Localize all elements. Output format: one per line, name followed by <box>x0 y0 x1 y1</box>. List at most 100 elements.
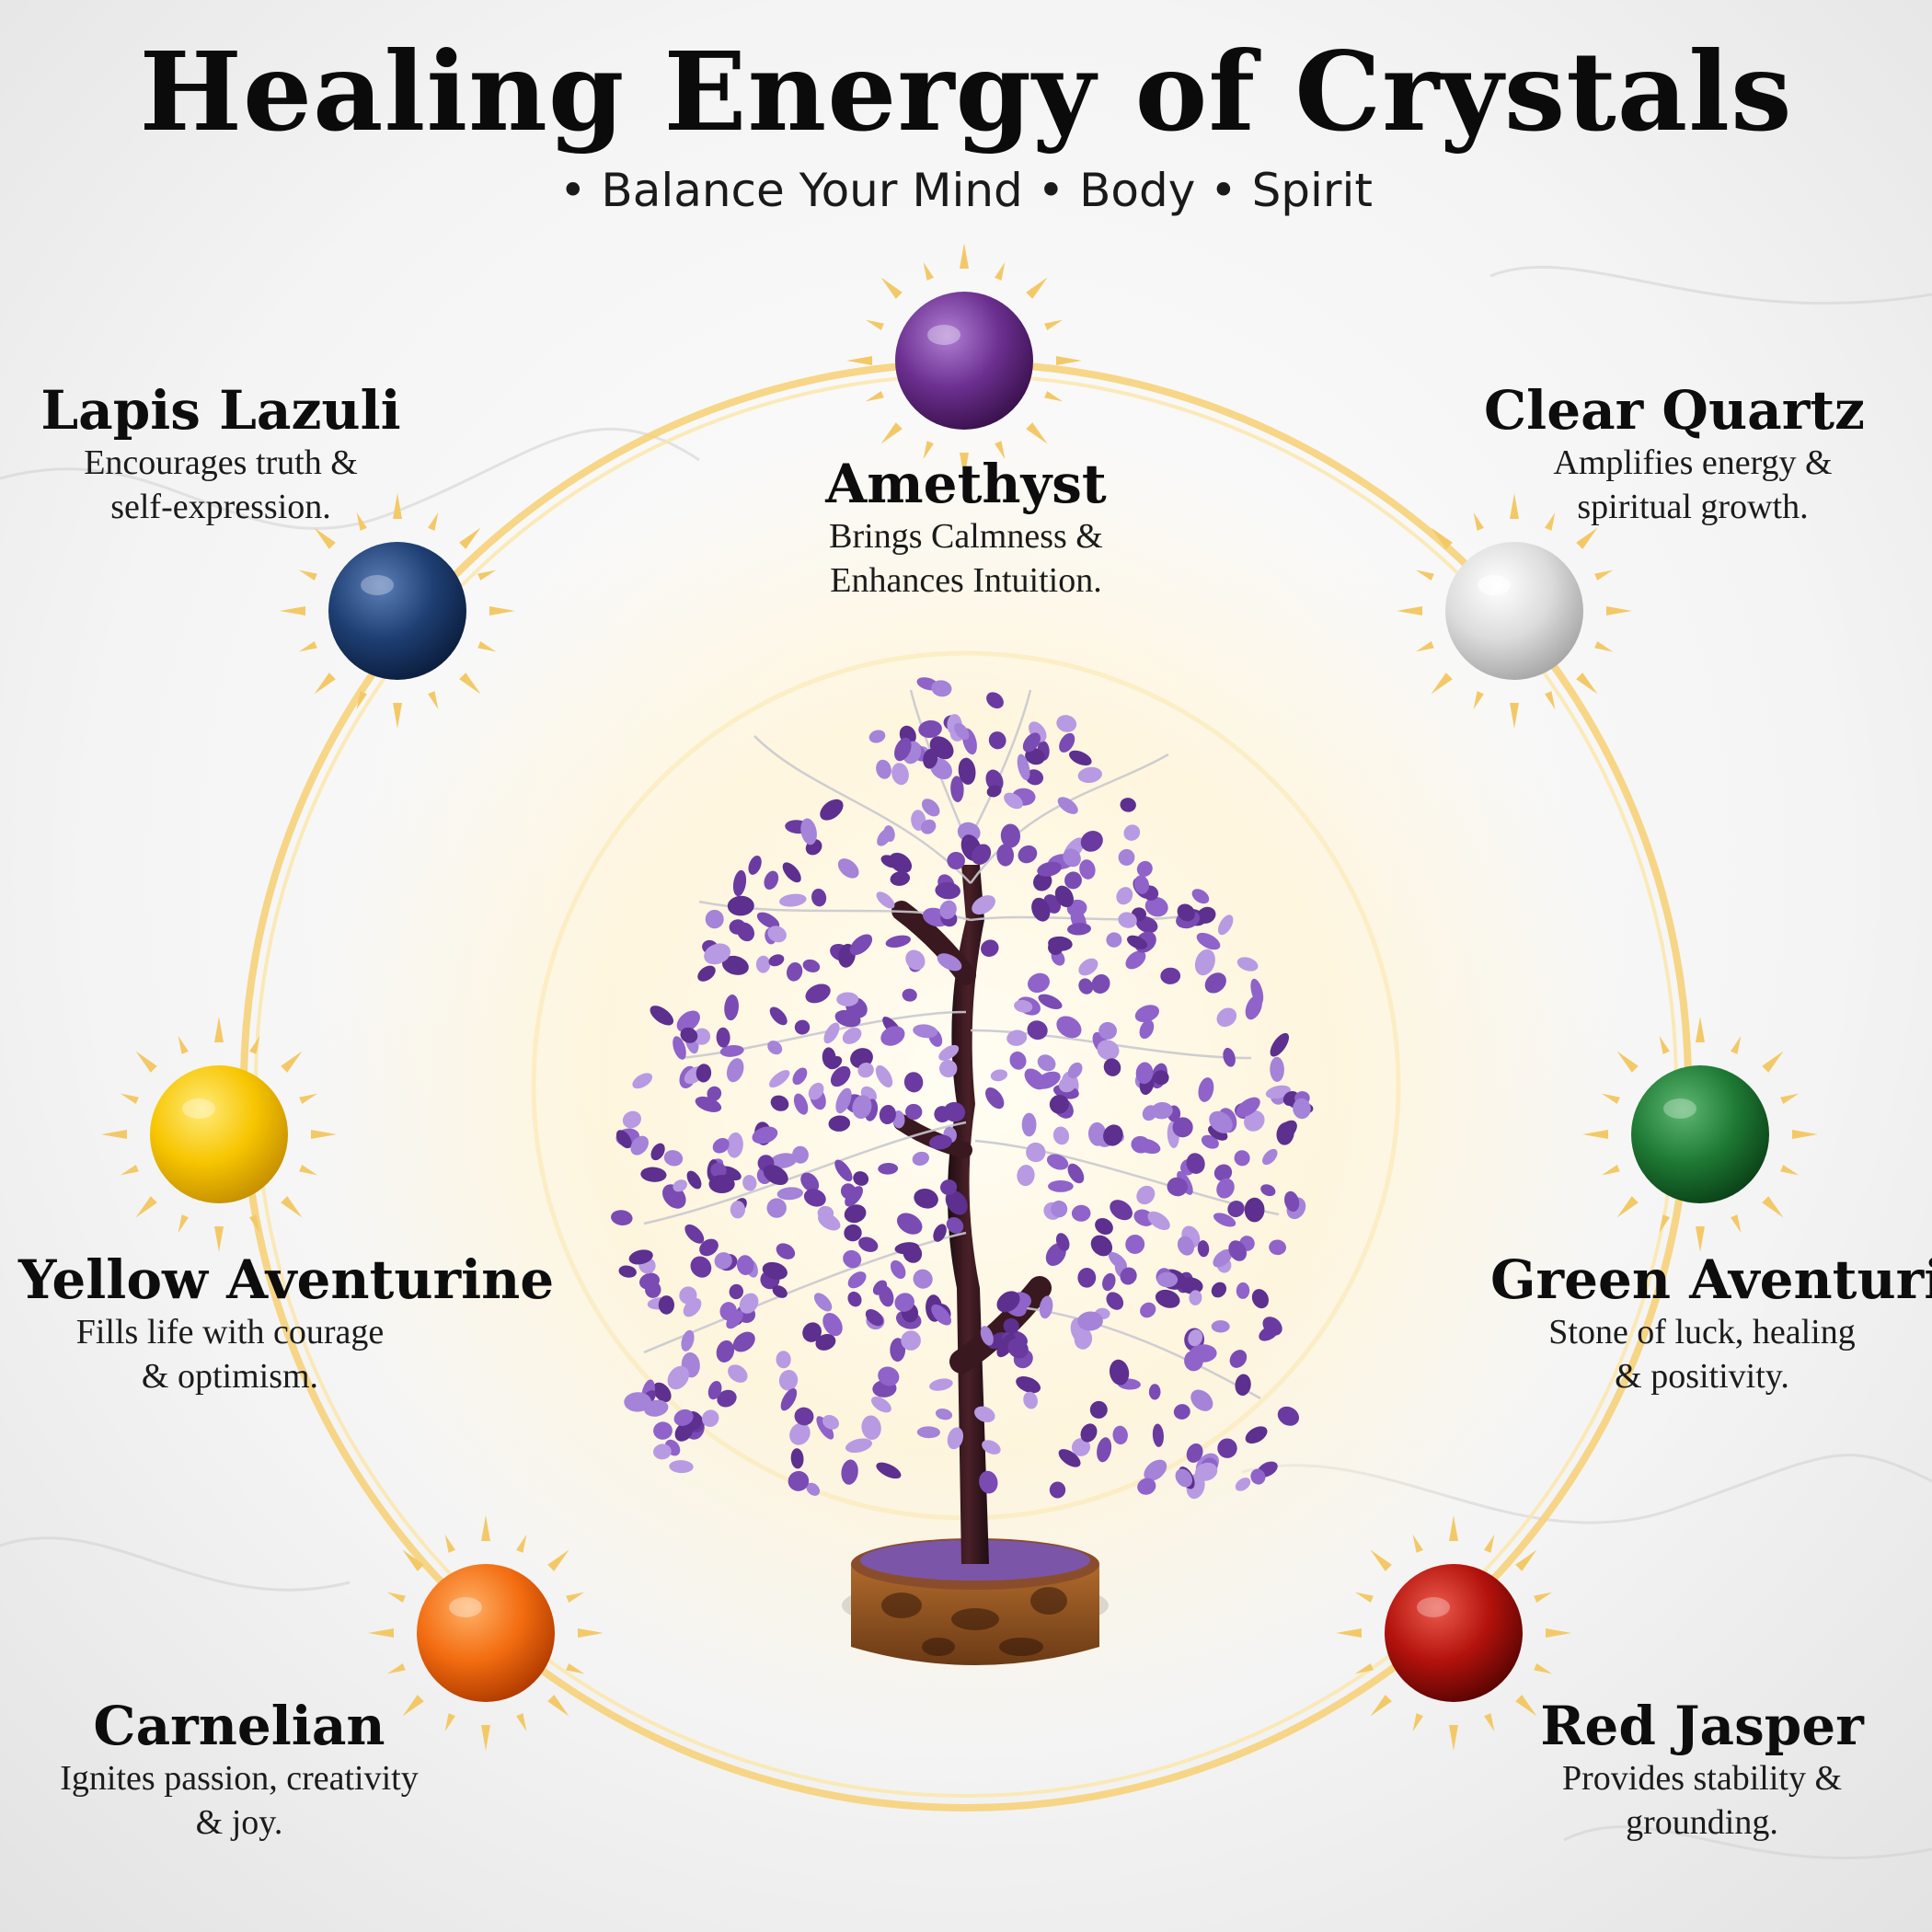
amethyst-chip <box>1025 769 1044 786</box>
amethyst-chip <box>1251 1289 1269 1309</box>
amethyst-chip <box>1196 932 1221 950</box>
amethyst-chip <box>1077 1311 1103 1331</box>
amethyst-chip <box>879 1104 896 1125</box>
amethyst-chip <box>736 922 755 942</box>
amethyst-chip <box>1025 747 1045 765</box>
amethyst-chip <box>1217 1438 1237 1458</box>
amethyst-chip <box>916 1426 940 1439</box>
amethyst-chip <box>853 1171 869 1186</box>
amethyst-chip <box>716 1027 730 1048</box>
crystal-carnelian: Carnelian Ignites passion, creativity& j… <box>37 1696 442 1845</box>
amethyst-chip <box>1177 903 1196 922</box>
amethyst-chip <box>669 1460 694 1474</box>
amethyst-chip <box>766 1198 787 1218</box>
amethyst-chip <box>640 1167 667 1182</box>
amethyst-chip <box>782 862 801 883</box>
amethyst-chip <box>980 1326 994 1346</box>
amethyst-chip <box>933 1224 947 1242</box>
amethyst-chip <box>808 1082 824 1100</box>
amethyst-chip <box>879 1285 894 1307</box>
amethyst-chip <box>920 819 937 834</box>
amethyst-chip <box>857 1062 874 1078</box>
amethyst-chip <box>1118 912 1137 928</box>
amethyst-chip <box>1135 1138 1161 1155</box>
amethyst-chip <box>1112 1425 1128 1445</box>
amethyst-chip <box>1194 949 1215 976</box>
amethyst-chip <box>868 730 886 743</box>
amethyst-chip <box>615 1130 632 1149</box>
amethyst-chip <box>704 943 731 965</box>
amethyst-chip <box>690 1256 712 1278</box>
amethyst-chip <box>928 1134 952 1150</box>
amethyst-chip <box>1135 1062 1154 1085</box>
amethyst-chip <box>768 954 785 967</box>
amethyst-chip <box>1051 1200 1068 1218</box>
amethyst-chip <box>794 1019 811 1035</box>
crystal-lapis-lazuli: Lapis Lazuli Encourages truth &self-expr… <box>37 381 405 529</box>
amethyst-chip <box>947 1427 964 1450</box>
amethyst-chip <box>1067 1062 1083 1079</box>
clear-quartz-sphere-icon <box>1347 443 1682 778</box>
amethyst-chip <box>732 1331 755 1352</box>
amethyst-chip <box>1123 824 1141 841</box>
amethyst-chip <box>828 1115 851 1132</box>
amethyst-chip <box>1052 1126 1070 1145</box>
amethyst-chip <box>752 1126 778 1144</box>
amethyst-chip <box>822 1415 839 1430</box>
amethyst-chip <box>1058 1449 1081 1467</box>
amethyst-chip <box>1006 1029 1028 1046</box>
amethyst-chip <box>729 1283 744 1300</box>
amethyst-chip <box>923 748 938 769</box>
amethyst-chip <box>820 799 844 821</box>
amethyst-chip <box>756 912 780 929</box>
amethyst-chip <box>624 1392 652 1412</box>
crystal-description: Fills life with courage& optimism. <box>75 1312 385 1396</box>
amethyst-chip <box>707 1086 722 1101</box>
amethyst-chip <box>858 1236 879 1252</box>
amethyst-chip <box>845 1186 863 1207</box>
amethyst-chip <box>650 1006 674 1026</box>
amethyst-chip <box>684 1224 705 1244</box>
carnelian-sphere-icon <box>318 1466 653 1800</box>
amethyst-chip <box>1245 1426 1268 1444</box>
amethyst-chip <box>1080 1423 1098 1443</box>
amethyst-chip <box>1265 1085 1291 1099</box>
amethyst-chip <box>794 1407 814 1426</box>
amethyst-chip <box>894 737 912 762</box>
amethyst-chip <box>1106 1292 1124 1310</box>
amethyst-chip <box>1064 871 1082 890</box>
amethyst-chip <box>1003 1317 1019 1334</box>
amethyst-chip <box>789 1422 811 1445</box>
amethyst-chip <box>1190 1389 1213 1411</box>
crystal-description: Provides stability &grounding. <box>1562 1758 1842 1842</box>
amethyst-chip <box>1004 792 1023 810</box>
amethyst-chip <box>972 844 992 865</box>
amethyst-chip <box>1204 972 1226 994</box>
amethyst-chip <box>861 1415 881 1440</box>
amethyst-chip <box>847 1291 862 1307</box>
amethyst-chip <box>663 1150 684 1167</box>
amethyst-chip <box>728 1364 748 1383</box>
amethyst-chip <box>1079 859 1096 880</box>
amethyst-chip <box>1080 831 1103 852</box>
amethyst-chip <box>836 992 859 1006</box>
amethyst-chip <box>1277 1406 1300 1426</box>
amethyst-chip <box>929 1378 953 1391</box>
amethyst-chip <box>1236 1282 1250 1299</box>
amethyst-chip <box>934 1106 951 1123</box>
amethyst-chip <box>996 844 1015 867</box>
amethyst-chip <box>1276 1121 1294 1145</box>
red-jasper-sphere-icon <box>1286 1466 1621 1800</box>
amethyst-chip <box>676 1010 700 1032</box>
amethyst-chip <box>842 1027 862 1044</box>
crystal-description: Brings Calmness &Enhances Intuition. <box>829 516 1103 600</box>
amethyst-chip <box>988 731 1006 750</box>
amethyst-chip <box>972 895 995 915</box>
amethyst-chip <box>674 1421 694 1442</box>
amethyst-chip <box>1103 1058 1121 1076</box>
amethyst-chip <box>710 1162 727 1179</box>
amethyst-chip <box>667 1365 690 1390</box>
amethyst-chip <box>790 1448 804 1469</box>
amethyst-chip <box>1186 1153 1205 1174</box>
amethyst-chip <box>652 1382 672 1403</box>
